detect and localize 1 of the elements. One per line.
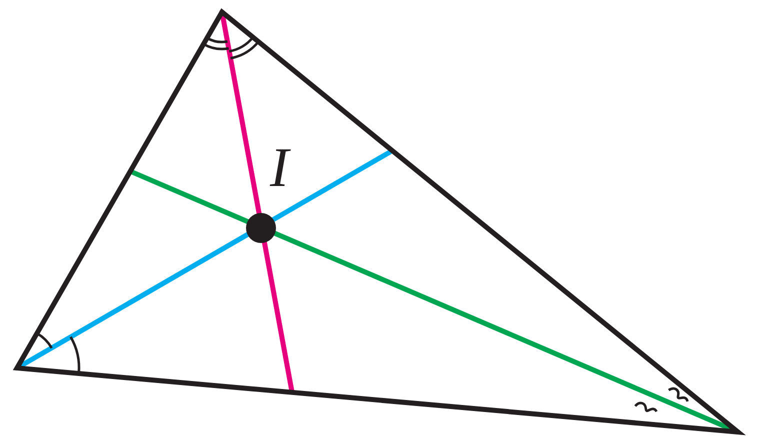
- point-label: I: [270, 140, 289, 196]
